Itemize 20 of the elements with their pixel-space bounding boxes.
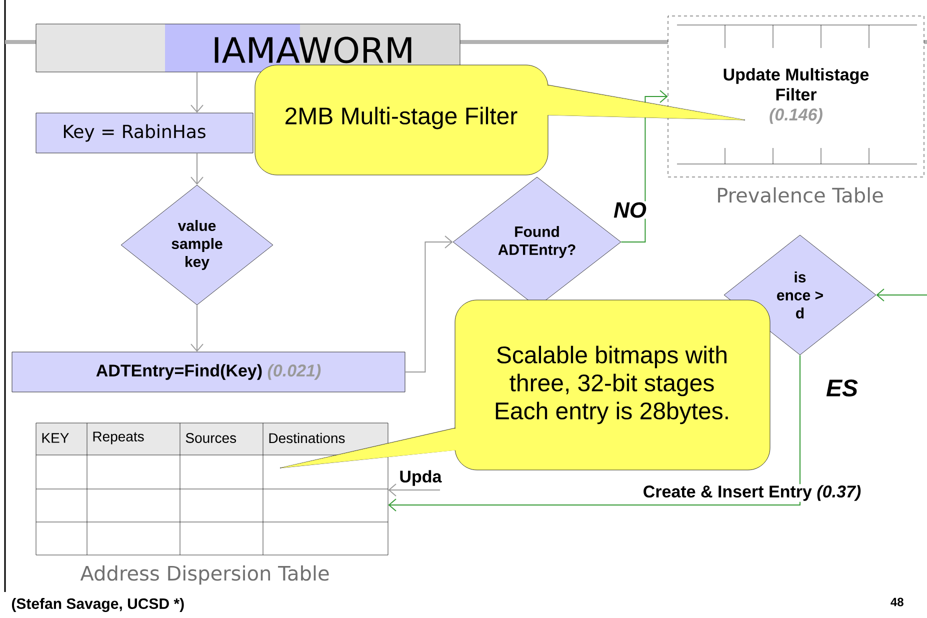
table-caption: Prevalence Table xyxy=(718,187,883,203)
word-bar: IAMAWORM xyxy=(36,24,460,72)
arrow xyxy=(190,72,204,113)
arrow xyxy=(388,484,440,496)
arrow xyxy=(388,354,800,512)
edge-label: NO xyxy=(612,201,648,219)
branch-label: ES xyxy=(826,380,858,396)
arrow xyxy=(404,236,453,372)
table-caption: Address Dispersion Table xyxy=(80,565,329,585)
arrow xyxy=(190,152,204,185)
author-note: (Stefan Savage, UCSD *) xyxy=(12,598,184,612)
dashed-box: Update Multistage Filter (0.146) xyxy=(668,16,924,178)
arrow xyxy=(190,304,204,352)
arrow xyxy=(876,288,927,302)
edge-label: Upda xyxy=(398,469,443,487)
table: KEY Repeats Sources Destinations xyxy=(36,422,388,556)
page-number: 48 xyxy=(890,598,904,606)
process-box: ADTEntry=Find(Key) (0.021) xyxy=(12,352,406,392)
process-box: Key = RabinHas xyxy=(36,112,254,154)
edge-label: Create & Insert Entry (0.37) xyxy=(642,484,862,502)
